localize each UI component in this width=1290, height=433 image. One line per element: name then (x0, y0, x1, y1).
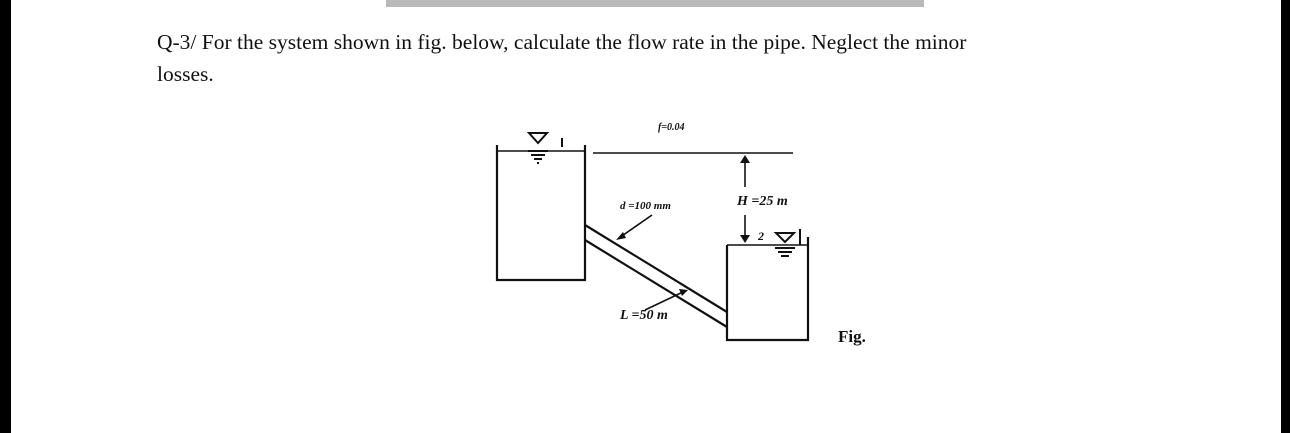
figure-caption: Fig. (838, 327, 866, 346)
pipe (584, 224, 728, 328)
tank-2-marker: 2 (757, 229, 764, 243)
question-text: Q-3/ For the system shown in fig. below,… (157, 26, 1157, 90)
lower-reservoir (725, 237, 810, 342)
leader-arrows (616, 214, 688, 311)
question-line-2: losses. (157, 62, 214, 86)
pipe-diameter-label: d =100 mm (620, 200, 671, 212)
pipe-system-diagram: f=0.04 d =100 mm H =25 m L =50 m 2 (495, 122, 810, 342)
water-surface-symbol (526, 132, 563, 164)
document-page (11, 0, 1281, 433)
question-number: Q-3/ (157, 30, 197, 54)
head-dimension-arrows (740, 155, 750, 243)
question-line-1: For the system shown in fig. below, calc… (201, 30, 967, 54)
pipe-system-figure: f=0.04 d =100 mm H =25 m L =50 m 2 (415, 105, 875, 360)
friction-factor-label: f=0.04 (658, 122, 685, 133)
head-label: H =25 m (736, 194, 788, 209)
pipe-length-label: L =50 m (619, 308, 668, 323)
top-bar (386, 0, 924, 7)
water-surface-symbol (773, 229, 801, 257)
upper-reservoir (495, 145, 587, 282)
